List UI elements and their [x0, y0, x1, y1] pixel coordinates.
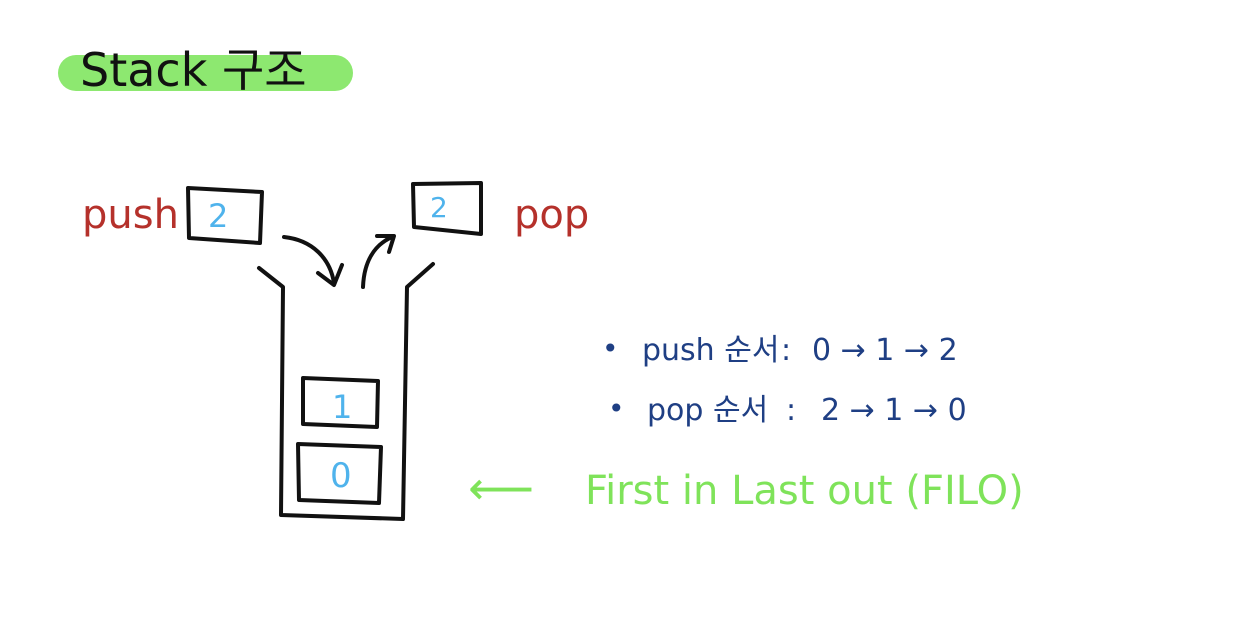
stack-container	[257, 262, 435, 521]
pop-order-label: pop 순서	[647, 393, 768, 428]
stack-item-top: 1	[301, 376, 380, 429]
title-highlight	[58, 55, 353, 91]
filo-text: First in Last out (FILO)	[585, 468, 1024, 514]
outgoing-element-box	[411, 181, 483, 236]
page-title: Stack 구조	[80, 43, 307, 97]
pop-order-note: • pop 순서 : 2 → 1 → 0	[608, 392, 967, 428]
pop-order-sequence: 2 → 1 → 0	[821, 393, 967, 428]
stack-item-top-value: 1	[332, 388, 352, 426]
outgoing-element: 2	[411, 181, 483, 236]
stack-item-bottom-box	[296, 442, 383, 505]
push-order-separator: :	[781, 333, 791, 368]
push-order-bullet: •	[602, 332, 619, 365]
title-group: Stack 구조	[58, 43, 353, 97]
incoming-element: 2	[186, 186, 264, 245]
stack-item-bottom-value: 0	[330, 456, 352, 496]
push-label: push	[82, 192, 179, 238]
stack-item-top-box	[301, 376, 380, 429]
push-order-label: push 순서	[642, 333, 779, 368]
pop-order-separator: :	[786, 393, 796, 428]
filo-arrow: ⟵	[468, 461, 534, 515]
incoming-element-value: 2	[208, 197, 228, 235]
incoming-element-box	[186, 186, 264, 245]
outgoing-element-value: 2	[430, 191, 448, 224]
push-order-note: • push 순서 : 0 → 1 → 2	[602, 332, 958, 368]
push-arrow	[282, 235, 344, 287]
pop-label: pop	[514, 192, 589, 238]
push-order-sequence: 0 → 1 → 2	[812, 333, 958, 368]
stack-item-bottom: 0	[296, 442, 383, 505]
pop-arrow	[361, 234, 396, 289]
pop-order-bullet: •	[608, 392, 625, 425]
